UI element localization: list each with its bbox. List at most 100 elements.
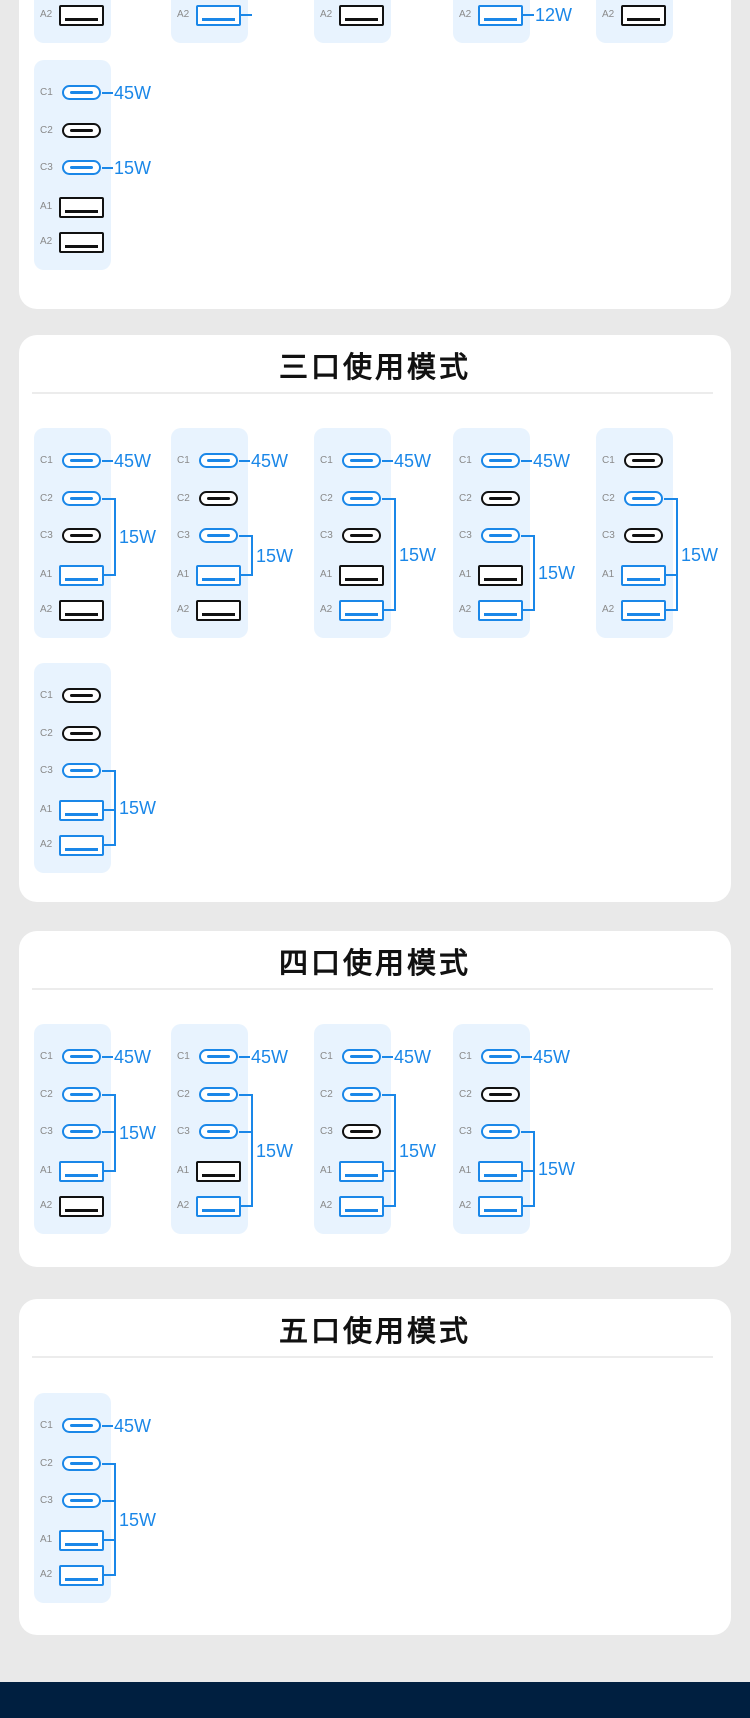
connector-line xyxy=(521,1056,532,1058)
usb-c-port-icon xyxy=(62,160,101,175)
usb-a-port-icon xyxy=(621,600,666,621)
wattage-label: 15W xyxy=(256,1140,294,1161)
usb-a-port-icon xyxy=(59,197,104,218)
wattage-label: 45W xyxy=(394,451,432,471)
port-label: C3 xyxy=(40,162,53,173)
port-label: A2 xyxy=(40,839,53,850)
connector-line xyxy=(102,167,113,169)
port-diagram-panel: A2 xyxy=(34,0,111,43)
port-label: C3 xyxy=(177,1126,190,1137)
wattage-label: 45W xyxy=(251,451,289,471)
port-label: C3 xyxy=(177,530,190,541)
wattage-label: 45W xyxy=(251,1047,289,1067)
connector-line xyxy=(382,498,395,500)
usb-c-port-icon xyxy=(62,528,101,543)
port-label: A1 xyxy=(459,569,472,580)
port-label: C3 xyxy=(320,1126,333,1137)
usb-c-port-icon xyxy=(481,491,520,506)
wattage-label: 45W xyxy=(533,1047,571,1067)
port-diagram-panel: A2 xyxy=(314,0,391,43)
connector-line xyxy=(102,770,115,772)
usb-a-port-icon xyxy=(59,835,104,856)
bracket-line xyxy=(533,1131,535,1207)
section-card-five-port: 五口使用模式 xyxy=(19,1299,731,1635)
usb-c-port-icon xyxy=(199,491,238,506)
connector-line xyxy=(102,1056,113,1058)
wattage-label: 15W xyxy=(119,1509,157,1530)
connector-line xyxy=(104,574,115,576)
port-label: C2 xyxy=(602,493,615,504)
usb-a-port-icon xyxy=(621,5,666,26)
connector-line xyxy=(382,1094,395,1096)
wattage-label: 15W xyxy=(681,544,719,565)
usb-a-port-icon xyxy=(621,565,666,586)
usb-c-port-icon xyxy=(62,726,101,741)
usb-c-port-icon xyxy=(342,453,381,468)
port-label: A2 xyxy=(602,604,615,615)
connector-line xyxy=(102,498,115,500)
usb-c-port-icon xyxy=(342,1124,381,1139)
bracket-line xyxy=(114,770,116,846)
connector-line xyxy=(384,1205,395,1207)
usb-a-port-icon xyxy=(339,565,384,586)
usb-a-port-icon xyxy=(339,1196,384,1217)
footer-band xyxy=(0,1682,750,1718)
usb-a-port-icon xyxy=(59,5,104,26)
usb-a-port-icon xyxy=(59,1565,104,1586)
usb-a-port-icon xyxy=(478,1196,523,1217)
port-label: C2 xyxy=(40,1458,53,1469)
port-label: A2 xyxy=(602,9,615,20)
bracket-line xyxy=(114,1463,116,1576)
port-label: A2 xyxy=(40,1569,53,1580)
port-diagram-panel: A2 xyxy=(171,0,248,43)
port-diagram-panel: A2 xyxy=(453,0,530,43)
connector-line xyxy=(523,1205,534,1207)
port-label: A2 xyxy=(40,236,53,247)
usb-c-port-icon xyxy=(342,1087,381,1102)
usb-c-port-icon xyxy=(199,1124,238,1139)
port-label: C1 xyxy=(40,1420,53,1431)
wattage-label: 15W xyxy=(399,1140,437,1161)
wattage-label: 45W xyxy=(114,1416,152,1436)
wattage-label: 15W xyxy=(399,544,437,565)
connector-line xyxy=(521,460,532,462)
port-label: C3 xyxy=(459,530,472,541)
connector-line xyxy=(102,460,113,462)
connector-line xyxy=(664,498,677,500)
port-label: A2 xyxy=(459,1200,472,1211)
port-label: C3 xyxy=(320,530,333,541)
bracket-line xyxy=(114,498,116,576)
usb-a-port-icon xyxy=(59,600,104,621)
connector-line xyxy=(239,460,250,462)
section-divider xyxy=(32,1356,713,1358)
port-label: A2 xyxy=(40,9,53,20)
port-label: C2 xyxy=(459,493,472,504)
wattage-label: 15W xyxy=(253,0,290,3)
port-label: C2 xyxy=(177,1089,190,1100)
usb-c-port-icon xyxy=(342,491,381,506)
usb-c-port-icon xyxy=(624,528,663,543)
usb-c-port-icon xyxy=(62,1456,101,1471)
port-label: A2 xyxy=(459,604,472,615)
section-divider xyxy=(32,988,713,990)
usb-c-port-icon xyxy=(62,1049,101,1064)
wattage-label: 12W xyxy=(535,5,573,25)
port-label: C1 xyxy=(602,455,615,466)
port-label: C1 xyxy=(177,455,190,466)
port-label: C1 xyxy=(177,1051,190,1062)
usb-c-port-icon xyxy=(624,453,663,468)
port-label: C3 xyxy=(40,765,53,776)
wattage-label: 15W xyxy=(538,563,576,583)
usb-c-port-icon xyxy=(62,491,101,506)
usb-a-port-icon xyxy=(59,1161,104,1182)
usb-a-port-icon xyxy=(196,5,241,26)
bracket-line xyxy=(251,535,253,576)
